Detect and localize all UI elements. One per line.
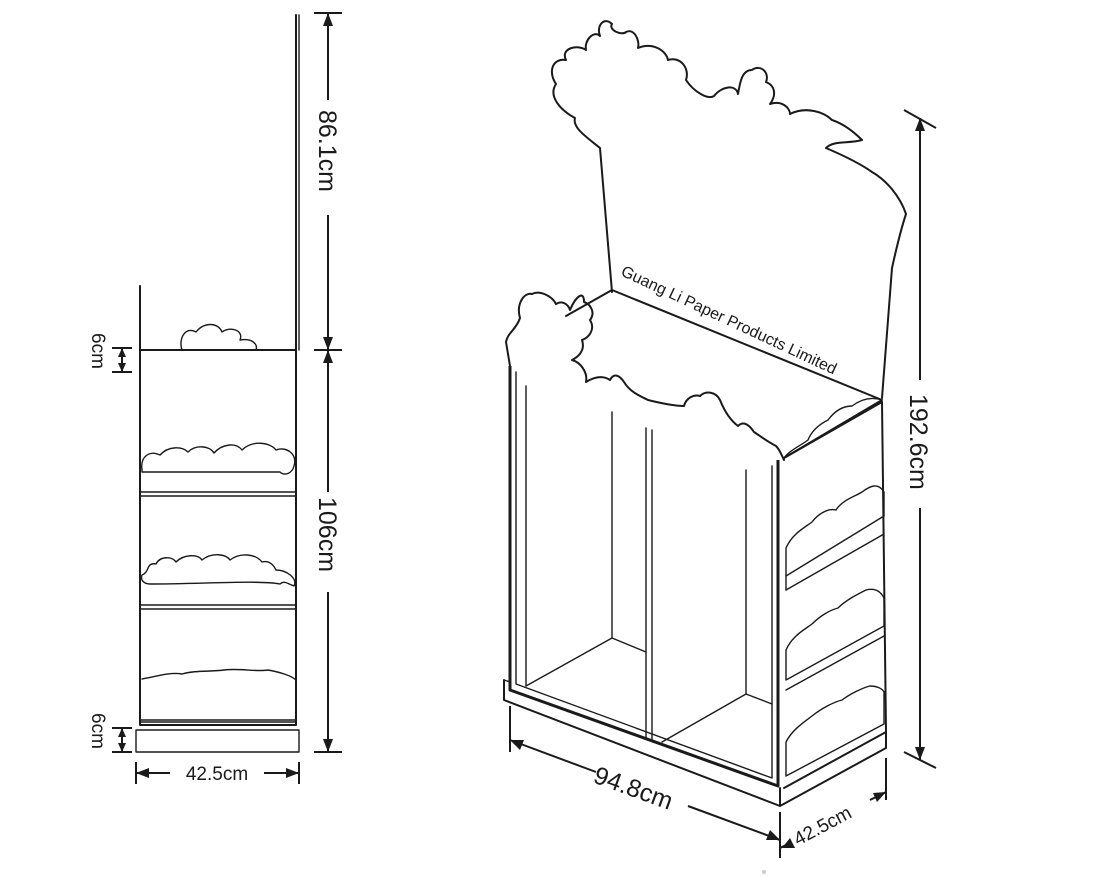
- iso-inner-floor-left: [525, 637, 647, 687]
- side-base: [135, 729, 300, 753]
- dim-body-height-label: 106cm: [313, 497, 341, 572]
- side-body-outline: [139, 349, 297, 726]
- iso-front-outer: [508, 366, 780, 788]
- dim-base-height: 6cm: [87, 713, 132, 753]
- dim-base-height-label: 6cm: [87, 713, 108, 749]
- stray-mark: [762, 870, 766, 874]
- iso-right-side: [783, 401, 887, 789]
- iso-top-decoration: [505, 291, 785, 461]
- dim-top-lip-label: 6cm: [87, 333, 108, 369]
- side-view: 86.1cm 106cm 6cm 6cm: [87, 12, 342, 785]
- side-top-decoration: [180, 323, 258, 351]
- dim-side-depth: 42.5cm: [135, 762, 300, 785]
- dim-body-height: 106cm: [313, 350, 342, 753]
- iso-right-shelf-2: [785, 588, 885, 681]
- iso-inner-floor-right: [661, 693, 773, 743]
- iso-right-shelf-1: [785, 485, 885, 577]
- iso-right-shelf-3: [785, 685, 885, 777]
- side-shelf-decoration-1: [141, 442, 296, 475]
- iso-right-top-decoration: [783, 397, 883, 459]
- iso-header-sign: [550, 20, 907, 399]
- side-shelf-decoration-3: [141, 668, 297, 681]
- dim-total-height: 192.6cm: [903, 109, 937, 769]
- side-shelf-decoration-2: [140, 554, 296, 587]
- iso-front-inner: [515, 371, 773, 779]
- dim-iso-depth-label: 42.5cm: [790, 803, 855, 851]
- iso-header-brand-text: Guang Li Paper Products Limited: [618, 263, 839, 378]
- dim-header-height: 86.1cm: [313, 12, 342, 351]
- dim-header-height-label: 86.1cm: [313, 110, 341, 192]
- dim-side-depth-label: 42.5cm: [186, 764, 248, 785]
- dim-width-label: 94.8cm: [590, 761, 677, 815]
- dim-total-height-label: 192.6cm: [904, 394, 932, 490]
- dim-top-lip: 6cm: [87, 333, 132, 373]
- iso-base-edge: [503, 679, 511, 683]
- iso-base: [503, 679, 887, 807]
- iso-view: Guang Li Paper Products Limited: [503, 20, 937, 874]
- iso-right-shelf-1-bottom: [785, 533, 885, 591]
- iso-right-shelf-2-bottom: [785, 635, 885, 691]
- dim-width: 94.8cm: [509, 706, 781, 858]
- dim-iso-depth: 42.5cm: [779, 758, 887, 851]
